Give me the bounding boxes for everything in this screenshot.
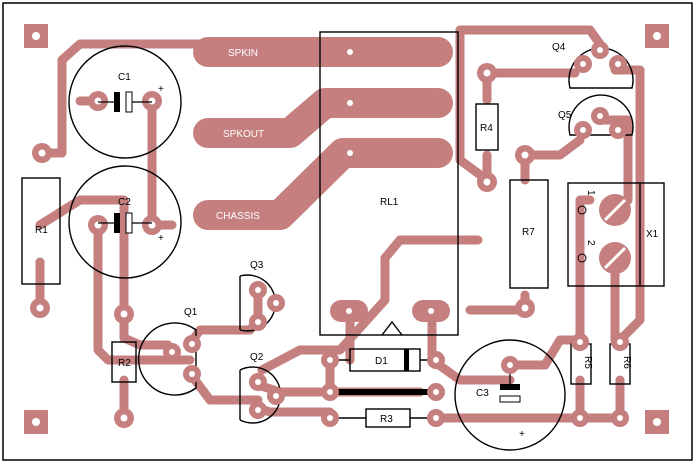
label-rl1: RL1 [380,197,399,208]
label-c3-plus: + [519,429,525,440]
label-r2: R2 [118,358,131,369]
x1-outline [567,182,665,287]
mounting-hole-bl [24,410,48,434]
label-q2: Q2 [250,352,264,363]
label-q4: Q4 [552,42,566,53]
label-r5: R5 [582,356,593,369]
label-x1: X1 [646,229,659,240]
mounting-hole-tl [24,24,48,48]
capacitor-symbols [98,91,521,403]
relay-outline [319,31,459,336]
label-spkin: SPKIN [228,48,258,59]
label-d1: D1 [375,356,388,367]
r7-outline [509,179,549,289]
label-r1: R1 [35,225,48,236]
mounting-hole-tr [645,24,669,48]
pads [24,24,669,434]
label-r4: R4 [480,123,493,134]
r2-outline [111,341,137,383]
r4-outline [475,103,499,151]
label-c2: C2 [118,197,131,208]
label-c1-plus: + [158,84,164,95]
copper-tracks [35,25,645,423]
q1-outline [137,322,197,396]
c1-outline [68,45,182,159]
silkscreen-labels: SPKIN SPKOUT CHASSIS C1 + C2 + C3 + R1 R… [35,42,659,440]
label-q5: Q5 [558,110,572,121]
label-spkout: SPKOUT [223,129,264,140]
label-chassis: CHASSIS [216,211,260,222]
mounting-hole-br [645,410,669,434]
label-q3: Q3 [250,260,264,271]
label-r3: R3 [380,414,393,425]
label-c2-plus: + [158,233,164,244]
label-r7: R7 [522,227,535,238]
label-c3: C3 [476,388,489,399]
c3-outline [454,339,566,451]
c2-outline [68,165,182,279]
label-x1-pin2: 2 [585,240,596,246]
label-r6: R6 [621,356,632,369]
label-x1-pin1: 1 [585,190,596,196]
r1-outline [21,177,61,285]
label-q1: Q1 [184,307,198,318]
label-c1: C1 [118,72,131,83]
q5-outline [568,94,634,136]
